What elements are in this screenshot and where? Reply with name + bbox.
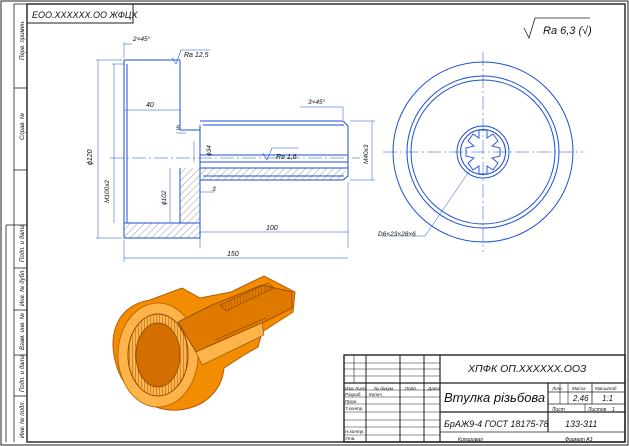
side-label: Подп. и дата: [20, 224, 26, 262]
dim-d34: ϕ34: [206, 145, 213, 156]
sheet-label: Лист: [551, 407, 565, 413]
title-block-text: ХПФК ОП.ХХХХХХ.ООЗ Втулка різьбова БрАЖ9…: [345, 363, 617, 443]
side-label: Подп. и дата: [20, 354, 26, 392]
dim-100: 100: [266, 225, 278, 232]
mass-label: Масса: [572, 386, 586, 391]
col-header: Изм: [345, 386, 354, 391]
scale-value: 1:1: [602, 394, 613, 403]
side-label: Взам. инв. №: [19, 312, 26, 350]
designation: ХПФК ОП.ХХХХХХ.ООЗ: [467, 363, 587, 375]
general-roughness: Ra 6,3 (√): [523, 17, 592, 40]
sheets-label: Листов: [587, 407, 607, 413]
side-label: Инв. № подл.: [19, 401, 26, 438]
row-label: Н.контр.: [345, 429, 364, 434]
dim-chamfer-right: 3×45°: [308, 98, 326, 106]
side-strip: [5, 3, 27, 442]
dim-d102: ϕ102: [161, 190, 168, 205]
sheets-value: 1: [612, 407, 615, 413]
dim-5: 5: [176, 125, 180, 132]
side-label: Перв. примен.: [20, 20, 26, 60]
side-label: Инв. № дубл.: [19, 269, 26, 306]
developer-name: Копич: [369, 392, 382, 397]
inner-frame: [26, 3, 626, 443]
part-name: Втулка різьбова: [444, 390, 545, 405]
col-header: Дата: [427, 386, 441, 391]
format-label: Формат А3: [565, 437, 593, 443]
dim-ra-bore: Ra 1,6: [276, 154, 297, 161]
code-box-text: ЕОО.ХХХХХХ.ОО ЖФЦХ: [32, 10, 138, 20]
section-view: 2×45° Ra 12,5 ϕ120 М100х2 40 5 ϕ102 ϕ34 …: [87, 35, 375, 262]
col-header: Лист: [354, 386, 367, 391]
dim-m40: М40х3: [363, 144, 370, 164]
row-label: Утв.: [345, 436, 355, 441]
row-label: Т.контр.: [345, 406, 364, 411]
part-3d-view: [112, 275, 296, 411]
col-header: Подп.: [405, 386, 417, 391]
lit-label: Лит.: [551, 386, 563, 391]
dim-m100: М100х2: [104, 179, 111, 203]
side-label: Справ. №: [19, 112, 26, 140]
side-labels: Перв. примен. Справ. № Подп. и дата Инв.…: [19, 20, 26, 438]
dim-d120: ϕ120: [87, 149, 94, 165]
code-box: ЕОО.ХХХХХХ.ОО ЖФЦХ: [26, 3, 138, 24]
row-label: Пров.: [345, 399, 357, 404]
dim-chamfer-left: 2×45°: [132, 35, 151, 43]
row-label: Разраб.: [345, 392, 362, 397]
end-view: [382, 52, 583, 252]
col-header: № докум.: [374, 386, 394, 391]
dim-150: 150: [227, 251, 239, 258]
group-code: 133-311: [565, 419, 597, 429]
roughness-general-text: Ra 6,3 (√): [543, 25, 592, 37]
copied-label: Копировал: [458, 437, 483, 443]
dim-3: 3: [212, 186, 216, 193]
material: БрАЖ9-4 ГОСТ 18175-78: [444, 419, 548, 429]
dim-spline: D6×23×28×6: [378, 231, 416, 238]
title-block: [343, 354, 626, 443]
mass-value: 2,46: [572, 394, 589, 403]
dim-ra-top: Ra 12,5: [184, 52, 209, 59]
dim-40: 40: [146, 102, 154, 109]
scale-label: Масштаб: [595, 386, 617, 391]
